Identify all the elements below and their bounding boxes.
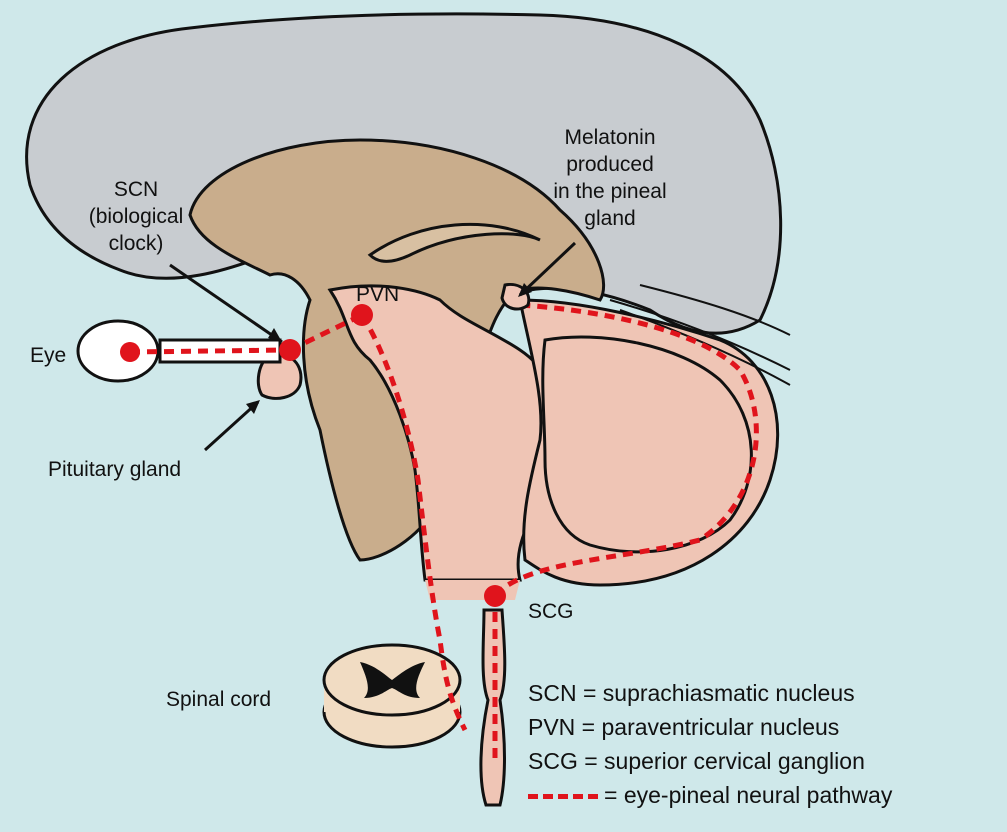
eye-ball: [78, 321, 158, 381]
scg-dot: [484, 585, 506, 607]
legend-pvn: PVN = paraventricular nucleus: [528, 710, 892, 744]
eye-dot: [120, 342, 140, 362]
legend-scn: SCN = suprachiasmatic nucleus: [528, 676, 892, 710]
legend-scg: SCG = superior cervical ganglion: [528, 744, 892, 778]
legend: SCN = suprachiasmatic nucleus PVN = para…: [528, 676, 892, 812]
eye-label: Eye: [30, 342, 66, 369]
scn-label: SCN (biological clock): [66, 176, 206, 257]
spinal-cord-label: Spinal cord: [166, 686, 271, 713]
melatonin-label: Melatonin produced in the pineal gland: [530, 124, 690, 232]
pituitary-arrow: [205, 402, 258, 450]
legend-pathway: = eye-pineal neural pathway: [528, 778, 892, 812]
pituitary-label: Pituitary gland: [48, 456, 181, 483]
dashed-line-icon: [528, 794, 598, 799]
scn-arrow: [170, 265, 282, 342]
legend-pathway-text: = eye-pineal neural pathway: [604, 782, 892, 808]
scn-dot: [279, 339, 301, 361]
scg-label: SCG: [528, 598, 574, 625]
sympathetic-chain: [481, 610, 505, 805]
pvn-label: PVN: [356, 281, 399, 308]
